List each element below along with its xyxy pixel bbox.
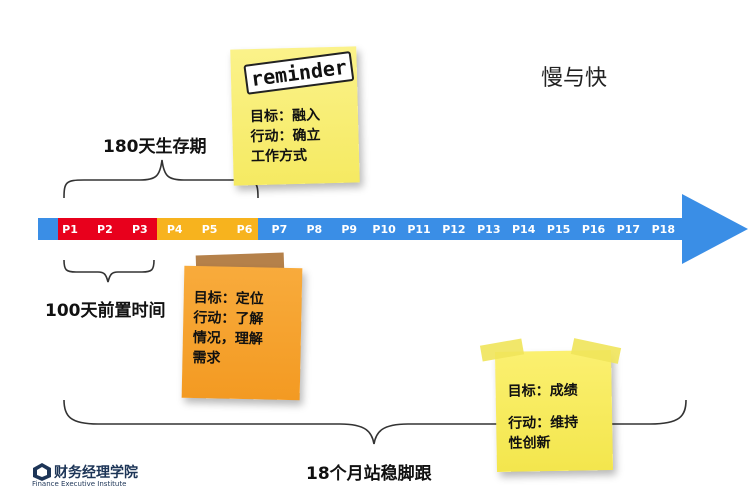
period-label-p14: P14 [512,223,536,236]
period-label-p3: P3 [132,223,148,236]
reminder-note-text: 目标：融入 行动：确立 工作方式 [250,104,356,167]
period-label-p11: P11 [407,223,430,236]
brace-bottom-label: 18个月站稳脚跟 [306,459,432,484]
period-label-p2: P2 [97,223,113,236]
bottom-sticky-note: 目标：成绩 行动：维持 性创新 [495,350,613,472]
period-label-p17: P17 [617,223,640,236]
period-label-p7: P7 [272,223,288,236]
period-label-p6: P6 [237,223,253,236]
reminder-sticky-note: reminder 目标：融入 行动：确立 工作方式 [230,46,360,185]
period-label-p9: P9 [341,223,357,236]
brace-lower [64,260,154,282]
logo-subtitle: Finance Executive Institute [32,480,126,488]
period-label-p8: P8 [306,223,322,236]
period-label-p18: P18 [652,223,675,236]
logo-icon [32,462,52,482]
orange-note-text: 目标：定位 行动：了解 情况，理解 需求 [192,288,298,370]
period-label-p16: P16 [582,223,606,236]
brace-top [64,160,258,198]
logo: 财务经理学院 Finance Executive Institute [32,462,172,490]
bottom-note-action: 行动：维持 性创新 [508,412,607,454]
period-label-p13: P13 [477,223,500,236]
orange-sticky-note: 目标：定位 行动：了解 情况，理解 需求 [182,266,303,400]
bottom-note-goal: 目标：成绩 [507,381,577,402]
arrow-head [682,194,748,264]
period-label-p4: P4 [167,223,183,236]
period-label-p1: P1 [62,223,78,236]
logo-name: 财务经理学院 [54,462,138,482]
brace-lower-label: 100天前置时间 [45,296,166,321]
brace-top-label: 180天生存期 [103,132,207,157]
period-label-p10: P10 [372,223,396,236]
reminder-header: reminder [243,51,354,95]
period-label-p5: P5 [202,223,218,236]
period-label-p12: P12 [442,223,465,236]
period-label-p15: P15 [547,223,570,236]
